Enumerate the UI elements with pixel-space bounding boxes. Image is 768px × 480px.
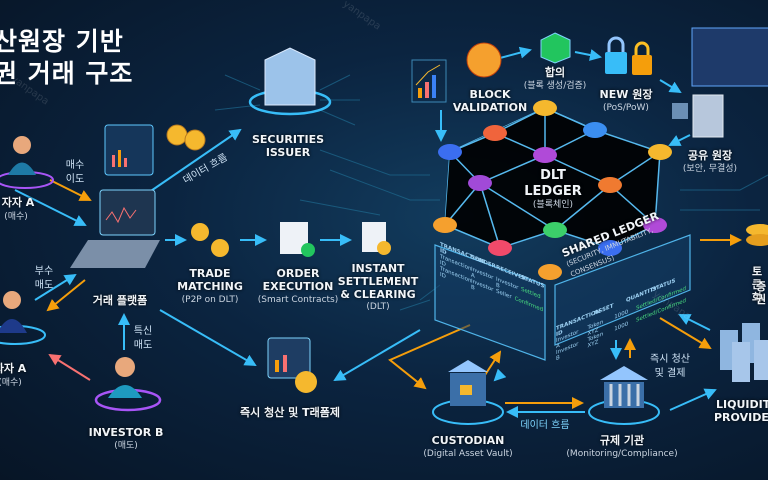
investor-a-top-role: (매수) (4, 212, 28, 222)
settlement-flow-label: 즉시 청산 (650, 354, 690, 365)
step-settlement-2: SETTLEMENT (337, 275, 419, 288)
step-trade-matching-1: TRADE (189, 267, 231, 280)
custodian-vault-icon (432, 360, 504, 425)
flow-label: 이도 (65, 174, 85, 185)
coins-icon (166, 124, 206, 151)
building-icon (248, 47, 332, 116)
dlt-sub: (블록체인) (532, 200, 574, 210)
liquidity-servers-icon (720, 323, 768, 382)
step-order-execution-2: EXECUTION (262, 280, 334, 293)
title-line-1: 산원장 기반 (0, 27, 124, 56)
cube-icon (540, 32, 571, 64)
token-coins-icon (746, 224, 768, 246)
custodian-label: CUSTODIAN (431, 434, 505, 447)
settlement-flow-label: 및 결제 (654, 368, 686, 379)
trade-matching-icon (191, 223, 229, 257)
flow-label: 특신 (133, 326, 153, 337)
dlt-nodes (433, 100, 672, 280)
custodian-sub: (Digital Asset Vault) (423, 449, 513, 459)
investor-b-name: INVESTOR B (88, 426, 164, 439)
document-icon (362, 222, 391, 255)
new-ledger-sub: (PoS/PoW) (603, 103, 649, 113)
step-order-execution-1: ORDER (276, 267, 320, 280)
bar-chart-icon (411, 59, 447, 103)
liquidity-label-2: PROVIDER (714, 411, 768, 424)
liquidity-label-1: LIQUIDITY (716, 398, 768, 411)
shared-ledger-top-label: 공유 원장 (687, 149, 733, 162)
investor-a-top-name: 자자 A (1, 196, 35, 209)
dashboard-icon (267, 337, 317, 393)
server-icon (672, 94, 724, 138)
avatar-investor-a-top (0, 136, 54, 189)
block-validation-1: BLOCK (469, 88, 511, 101)
regulator-label: 규제 기관 (599, 434, 645, 447)
shared-ledger-top-sub: (보안, 무결성) (682, 164, 738, 174)
new-ledger-label: NEW 원장 (599, 88, 653, 101)
laptop-icon (70, 189, 160, 268)
contract-icon (280, 222, 315, 257)
bitcoin-icon (466, 42, 502, 78)
step-trade-matching-sub: (P2P on DLT) (181, 295, 239, 305)
avatar-investor-b (94, 357, 162, 412)
flow-label: 부수 (34, 266, 54, 277)
step-settlement-3: & CLEARING (340, 288, 416, 301)
investor-a-bottom-role: (매수) (0, 378, 22, 388)
investor-b-role: (매도) (114, 441, 138, 451)
code-screen-icon (691, 27, 768, 87)
step-settlement-sub: (DLT) (366, 302, 390, 312)
consensus-label: 합의 (544, 66, 566, 79)
chart-bubble-icon (104, 124, 154, 176)
block-validation-2: VALIDATION (452, 101, 528, 114)
tokenized-label-1: 토큰화 (752, 265, 763, 304)
flow-label: 매수 (65, 160, 85, 171)
avatar-investor-a-bottom (0, 291, 46, 345)
tokenized-label-2: 증권 (756, 280, 767, 306)
title-line-2: 권 거래 구조 (0, 59, 134, 88)
settlement-box-label: 즉시 청산 및 T래폼제 (240, 406, 340, 419)
dlt-label-2: LEDGER (524, 184, 582, 199)
step-trade-matching-2: MATCHING (177, 280, 243, 293)
regulator-sub: (Monitoring/Compliance) (566, 449, 678, 459)
step-settlement-1: INSTANT (351, 262, 405, 275)
flow-label: 매도 (34, 280, 54, 291)
flow-label: 매도 (133, 340, 153, 351)
shared-ledger-panel (434, 234, 691, 361)
investor-a-bottom-name: 자자 A (0, 362, 27, 375)
consensus-sub: (블록 생성/검증) (523, 81, 587, 91)
lock-icons (605, 36, 652, 75)
issuer-label-1: SECURITIES (251, 133, 325, 146)
data-flow-label-2: 데이터 흐름 (520, 420, 570, 431)
regulator-building-icon (588, 366, 660, 425)
platform-label: 거래 플랫폼 (92, 294, 148, 307)
issuer-label-2: ISSUER (265, 146, 311, 159)
dlt-label-1: DLT (540, 168, 566, 183)
step-order-execution-sub: (Smart Contracts) (257, 295, 339, 305)
